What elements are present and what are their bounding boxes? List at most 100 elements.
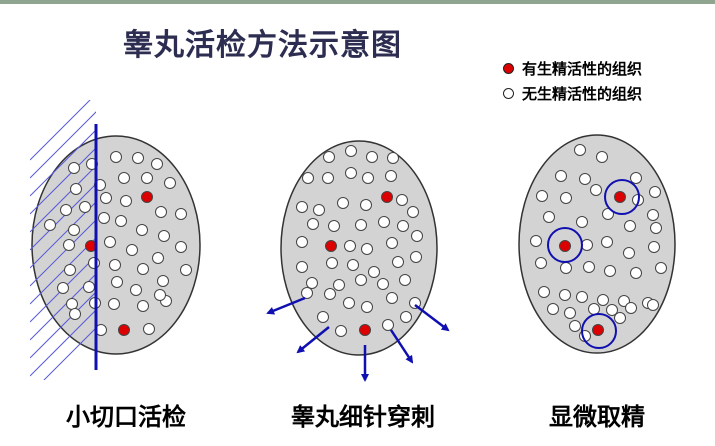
inactive-tissue-dot bbox=[583, 261, 595, 273]
micro-selection-rings bbox=[547, 179, 640, 349]
needle-arrows bbox=[266, 296, 450, 382]
inactive-tissue-dot bbox=[368, 266, 380, 278]
inactive-tissue-dot bbox=[115, 215, 127, 227]
inactive-tissue-dot bbox=[302, 172, 314, 184]
inactive-tissue-dot bbox=[576, 291, 588, 303]
inactive-tissue-dot bbox=[151, 158, 163, 170]
inactive-tissue-dot bbox=[579, 173, 591, 185]
inactive-tissue-dot bbox=[120, 195, 132, 207]
inactive-tissue-dot bbox=[407, 206, 419, 218]
aspiration-arrow bbox=[296, 326, 330, 354]
inactive-tissue-dot bbox=[141, 172, 153, 184]
inactive-tissue-dot bbox=[624, 220, 636, 232]
inactive-tissue-dot bbox=[132, 152, 144, 164]
inactive-tissue-dot bbox=[618, 295, 630, 307]
inactive-tissue-dot bbox=[538, 286, 550, 298]
inactive-tissue-dot bbox=[647, 299, 659, 311]
inactive-tissue-dot bbox=[569, 320, 581, 332]
inactive-tissue-dot bbox=[543, 211, 555, 223]
inactive-tissue-dot bbox=[137, 263, 149, 275]
active-tissue-dot bbox=[118, 324, 130, 336]
inactive-tissue-dot bbox=[313, 204, 325, 216]
inactive-tissue-dot bbox=[400, 311, 412, 323]
inactive-tissue-dot bbox=[555, 170, 567, 182]
inactive-tissue-dot bbox=[576, 216, 588, 228]
inactive-tissue-dot bbox=[158, 230, 170, 242]
inactive-tissue-dot bbox=[614, 312, 626, 324]
inactive-tissue-dot bbox=[83, 281, 95, 293]
inactive-tissue-dot bbox=[386, 292, 398, 304]
inactive-tissue-dot bbox=[104, 236, 116, 248]
inactive-tissue-dot bbox=[108, 298, 120, 310]
inactive-tissue-dot bbox=[175, 208, 187, 220]
inactive-tissue-dot bbox=[110, 151, 122, 163]
inactive-tissue-dot bbox=[606, 304, 618, 316]
aspiration-arrow bbox=[389, 329, 414, 364]
inactive-tissue-dot bbox=[44, 219, 56, 231]
inactive-tissue-dot bbox=[126, 244, 138, 256]
active-tissue-dot bbox=[325, 240, 337, 252]
inactive-tissue-dot bbox=[154, 289, 166, 301]
red-dot-icon bbox=[503, 63, 514, 74]
inactive-tissue-dot bbox=[564, 307, 576, 319]
inactive-tissue-dot bbox=[152, 252, 164, 264]
selection-ring bbox=[581, 313, 617, 349]
testis-micro-body bbox=[518, 134, 676, 354]
hatch-line bbox=[30, 147, 96, 215]
inactive-tissue-dot bbox=[109, 259, 121, 271]
testis-micro-dots bbox=[530, 144, 667, 342]
hatch-line bbox=[30, 129, 96, 197]
inactive-tissue-dot bbox=[88, 257, 100, 269]
inactive-tissue-dot bbox=[530, 235, 542, 247]
inactive-tissue-dot bbox=[136, 224, 148, 236]
caption-incision: 小切口活检 bbox=[66, 402, 186, 431]
inactive-tissue-dot bbox=[648, 241, 660, 253]
inactive-tissue-dot bbox=[649, 186, 661, 198]
inactive-tissue-dot bbox=[343, 297, 355, 309]
selection-ring bbox=[604, 179, 640, 215]
inactive-tissue-dot bbox=[360, 199, 372, 211]
selection-ring bbox=[547, 227, 583, 263]
inactive-tissue-dot bbox=[597, 294, 609, 306]
inactive-tissue-dot bbox=[130, 284, 142, 296]
inactive-tissue-dot bbox=[361, 243, 373, 255]
inactive-tissue-dot bbox=[328, 220, 340, 232]
active-tissue-dot bbox=[559, 240, 571, 252]
inactive-tissue-dot bbox=[355, 219, 367, 231]
inactive-tissue-dot bbox=[100, 192, 112, 204]
inactive-tissue-dot bbox=[64, 264, 76, 276]
hatch-line bbox=[30, 219, 96, 287]
inactive-tissue-dot bbox=[323, 151, 335, 163]
inactive-tissue-dot bbox=[623, 247, 635, 259]
active-tissue-dot bbox=[592, 324, 604, 336]
inactive-tissue-dot bbox=[157, 275, 169, 287]
hatch-line bbox=[30, 309, 96, 377]
inactive-tissue-dot bbox=[378, 216, 390, 228]
inactive-tissue-dot bbox=[347, 259, 359, 271]
inactive-tissue-dot bbox=[337, 197, 349, 209]
inactive-tissue-dot bbox=[410, 251, 422, 263]
inactive-tissue-dot bbox=[333, 279, 345, 291]
inactive-tissue-dot bbox=[344, 240, 356, 252]
inactive-tissue-dot bbox=[355, 274, 367, 286]
testis-micro bbox=[518, 134, 676, 354]
hatch-line bbox=[30, 111, 96, 179]
inactive-tissue-dot bbox=[70, 183, 82, 195]
inactive-tissue-dot bbox=[137, 300, 149, 312]
inactive-tissue-dot bbox=[60, 204, 72, 216]
testis-needle-body bbox=[280, 140, 438, 356]
inactive-tissue-dot bbox=[335, 325, 347, 337]
inactive-tissue-dot bbox=[647, 209, 659, 221]
inactive-tissue-dot bbox=[560, 192, 572, 204]
caption-needle: 睾丸细针穿刺 bbox=[291, 402, 435, 431]
active-tissue-dot bbox=[381, 191, 393, 203]
inactive-tissue-dot bbox=[535, 257, 547, 269]
testis-incision bbox=[30, 100, 201, 380]
inactive-tissue-dot bbox=[602, 208, 614, 220]
inactive-tissue-dot bbox=[382, 319, 394, 331]
inactive-tissue-dot bbox=[396, 194, 408, 206]
hatch-line bbox=[30, 291, 96, 359]
inactive-tissue-dot bbox=[322, 172, 334, 184]
inactive-tissue-dot bbox=[68, 224, 80, 236]
